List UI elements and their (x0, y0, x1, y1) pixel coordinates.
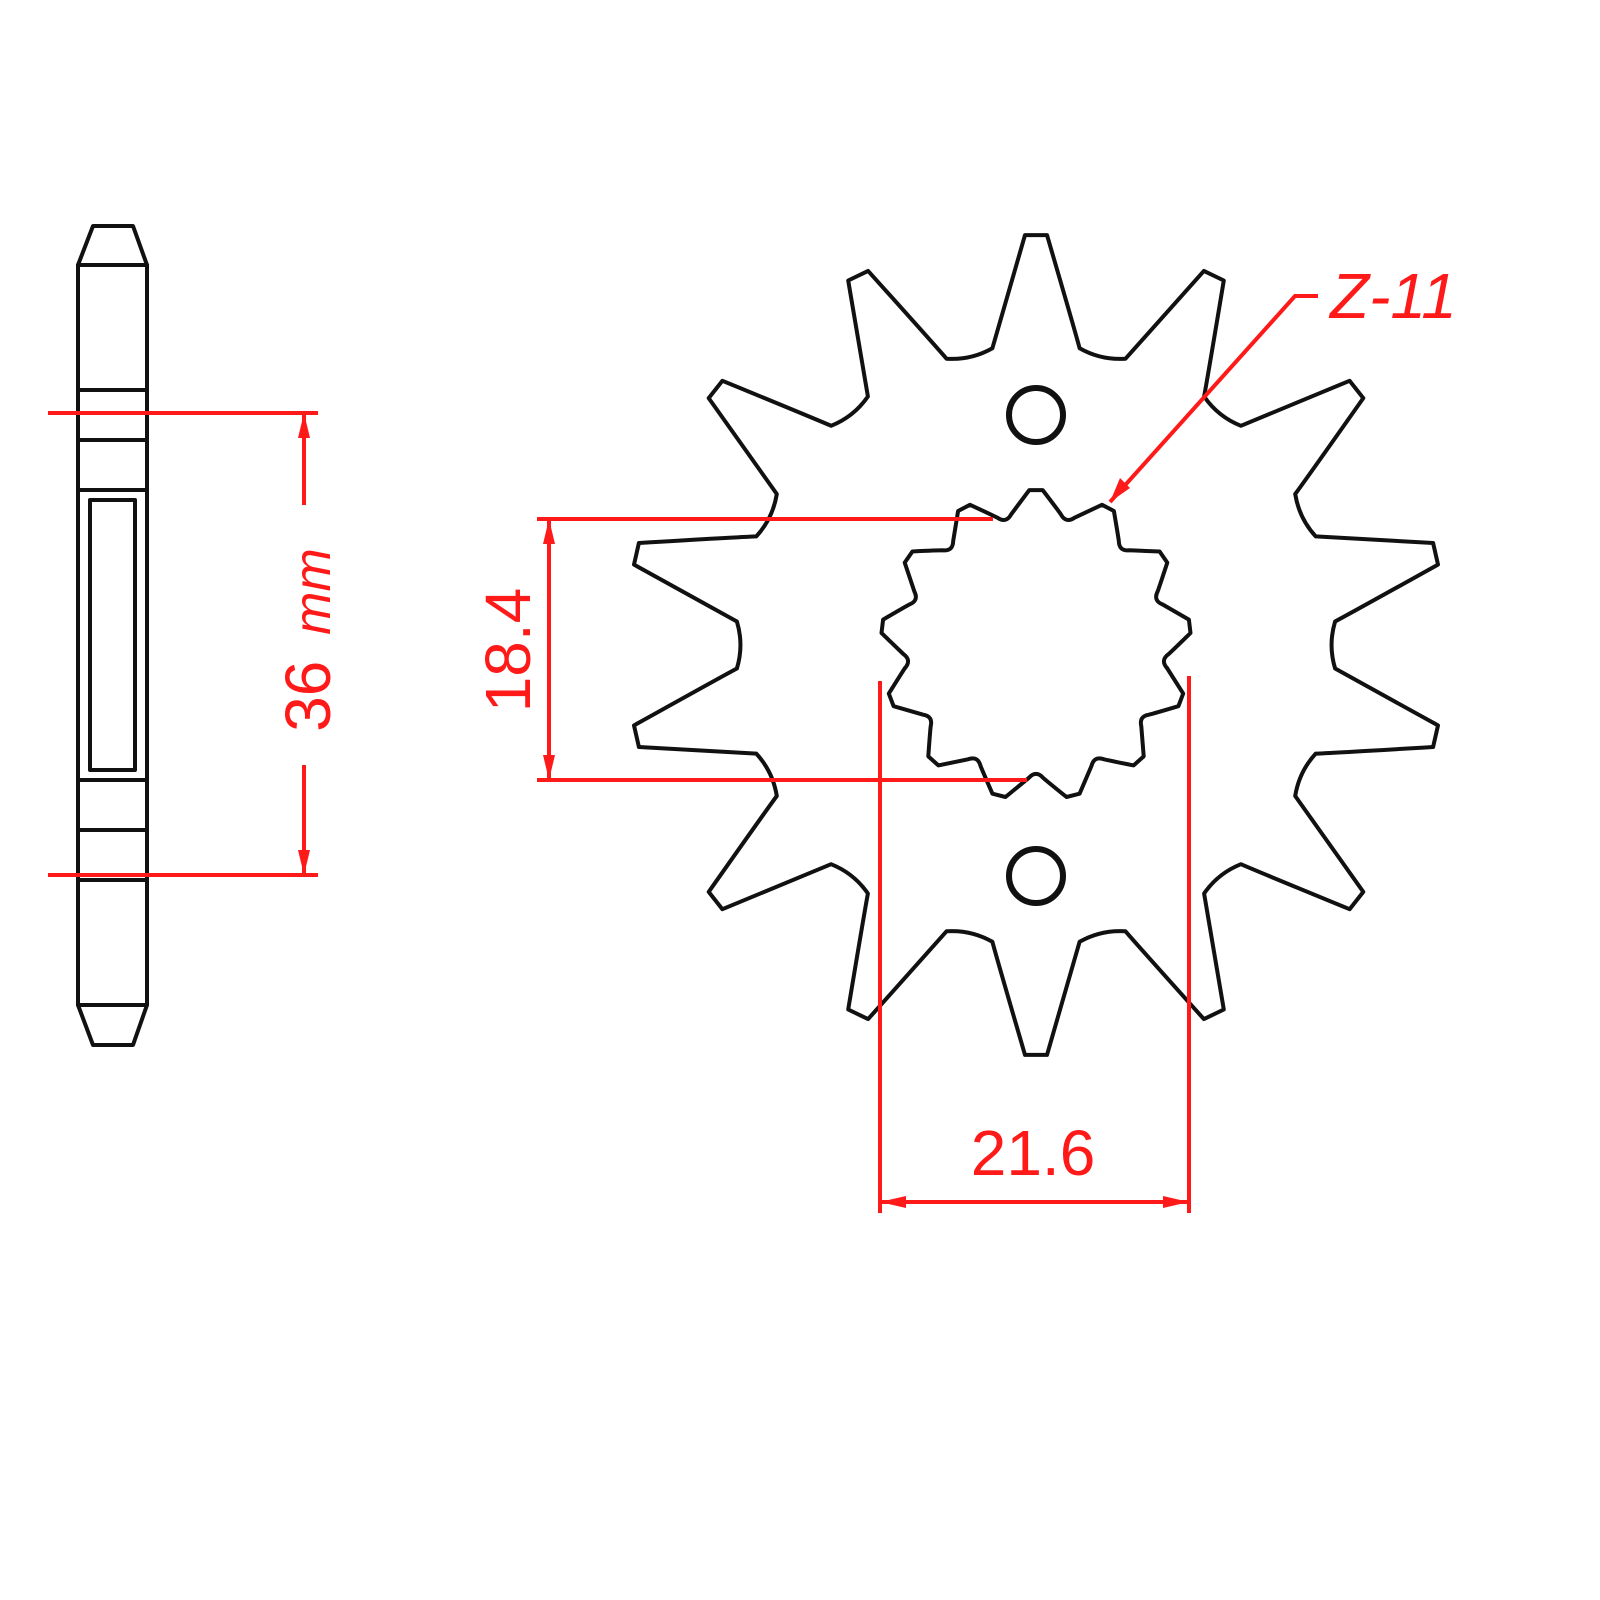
outer-teeth-outline (632, 233, 1440, 1057)
spline-height-value: 18.4 (472, 588, 544, 713)
bolt-hole-top (1006, 385, 1066, 445)
spline-width-dimension: 21.6 (878, 676, 1191, 1213)
svg-text:36 mm: 36 mm (272, 548, 344, 732)
spline-width-value: 21.6 (971, 1117, 1096, 1189)
sprocket-front-view (632, 233, 1440, 1057)
side-section-view (76, 224, 149, 1047)
bolt-hole-bottom (1006, 846, 1066, 906)
spline-height-dimension: 18.4 (472, 517, 1027, 782)
thickness-unit: mm (284, 548, 342, 635)
spline-count-callout: Z-11 (1108, 260, 1457, 504)
thickness-dimension: 36 mm (48, 411, 344, 877)
spline-bore-outline (879, 488, 1193, 799)
thickness-value: 36 (272, 661, 344, 732)
spline-count-label: Z-11 (1328, 260, 1457, 332)
